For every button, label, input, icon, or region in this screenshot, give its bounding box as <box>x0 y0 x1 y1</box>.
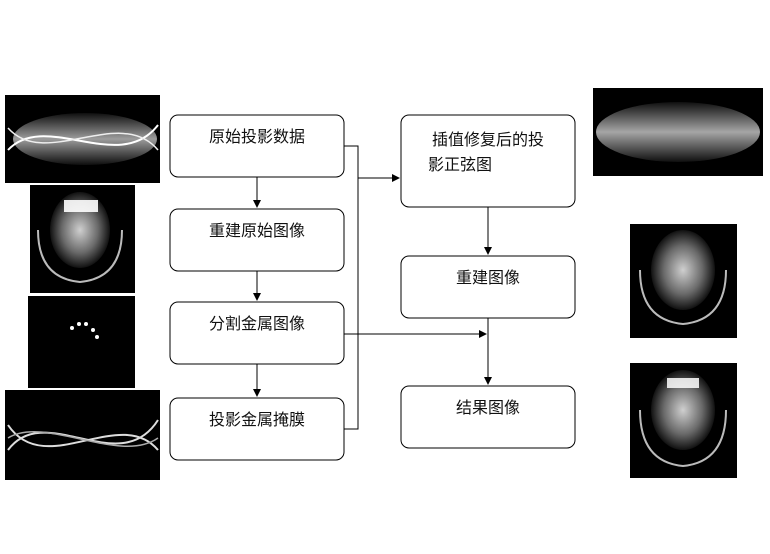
box-recon-image-label: 重建图像 <box>456 268 520 287</box>
box-segment-metal: 分割金属图像 <box>169 301 345 365</box>
box-recon-original-label: 重建原始图像 <box>209 221 305 240</box>
repaired-sinogram-image <box>593 88 763 176</box>
box-interp-sinogram: 插值修复后的投 影正弦图 <box>400 114 576 208</box>
ct-original-image <box>30 185 135 293</box>
box-result-image: 结果图像 <box>400 385 576 449</box>
box-interp-label-line1: 插值修复后的投 <box>432 130 544 149</box>
box-interp-label-line2: 影正弦图 <box>428 155 492 174</box>
box-raw-projection: 原始投影数据 <box>169 114 345 178</box>
metal-segment-image <box>28 296 135 388</box>
box-recon-image: 重建图像 <box>400 255 576 319</box>
bracket-raw-and-mask <box>344 145 359 430</box>
box-project-mask: 投影金属掩膜 <box>169 397 345 461</box>
box-segment-metal-label: 分割金属图像 <box>209 314 305 333</box>
box-raw-projection-label: 原始投影数据 <box>209 127 305 146</box>
ct-recon-image <box>630 224 737 338</box>
ct-result-image <box>630 363 737 478</box>
connectors <box>253 145 492 430</box>
raw-sinogram-image <box>5 95 160 183</box>
metal-mask-sinogram-image <box>5 390 160 480</box>
box-result-image-label: 结果图像 <box>456 398 520 417</box>
box-project-mask-label: 投影金属掩膜 <box>209 410 305 429</box>
box-recon-original: 重建原始图像 <box>169 208 345 272</box>
